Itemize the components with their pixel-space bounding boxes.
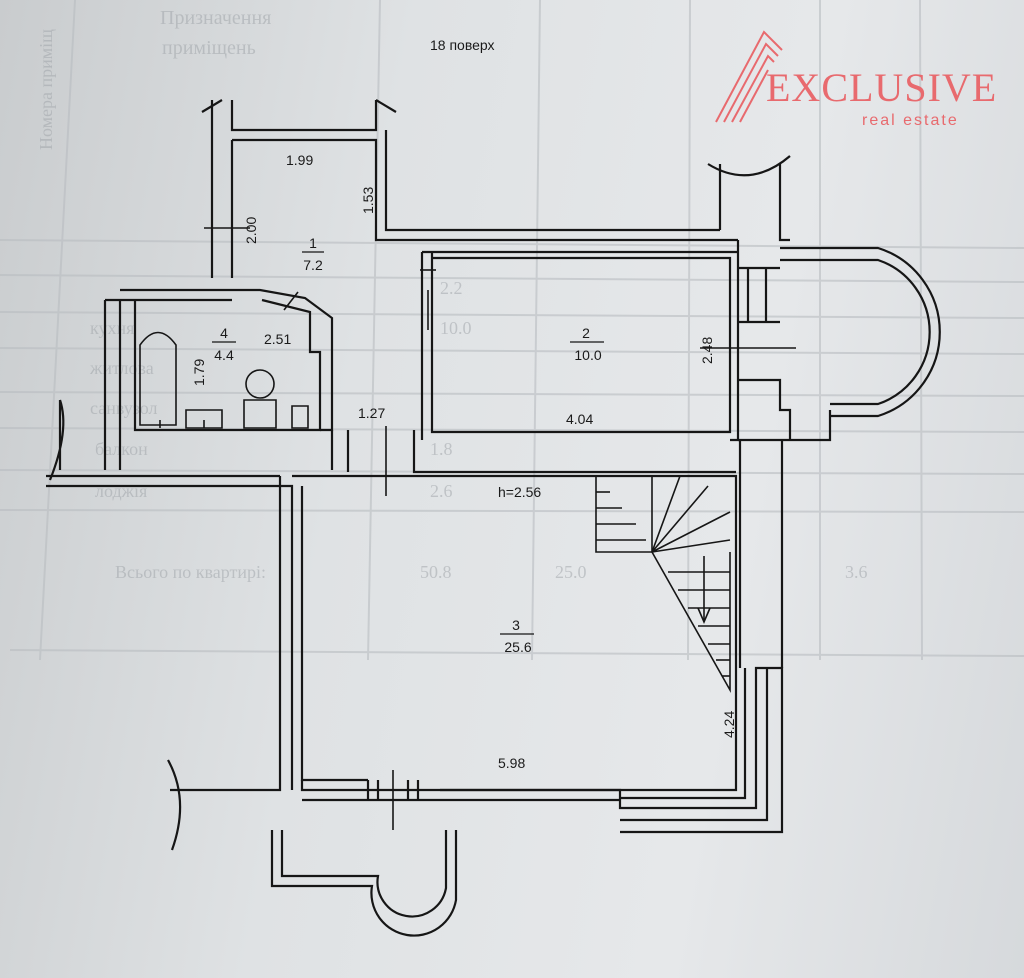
ghost-text: житлова	[89, 358, 154, 378]
exclusive-logo: EXCLUSIVE real estate	[712, 22, 1012, 132]
dimension-label: 2.00	[243, 217, 259, 244]
dimension-label: 1.53	[360, 187, 376, 214]
dimension-label: 2.51	[264, 331, 291, 347]
plan-labels: 18 поверх 1.99 2.00 1.53 1 7.2 4 4.4 2.5…	[191, 37, 737, 771]
dimension-ticks	[204, 227, 796, 830]
ghost-text: кухня	[90, 318, 134, 338]
floor-label: 18 поверх	[430, 37, 495, 53]
room-area: 25.6	[504, 639, 531, 655]
ceiling-height-label: h=2.56	[498, 484, 541, 500]
room-area: 7.2	[303, 257, 323, 273]
ghost-text: санвузол	[90, 398, 157, 418]
ghost-text: 50.8	[420, 562, 452, 582]
toilet-icon	[243, 369, 277, 429]
dimension-label: 1.99	[286, 152, 313, 168]
bathroom-fixtures	[139, 331, 309, 429]
dimension-label: 5.98	[498, 755, 525, 771]
walls	[46, 99, 941, 937]
ghost-text: 3.6	[845, 562, 868, 582]
ghost-text: 2.2	[440, 278, 463, 298]
room-area: 4.4	[214, 347, 234, 363]
ghost-text: Призначення	[160, 7, 271, 29]
ghost-text: балкон	[95, 439, 148, 459]
dimension-label: 4.24	[721, 711, 737, 738]
ghost-text: 10.0	[440, 318, 472, 338]
staircase	[595, 475, 731, 694]
ghost-text: 25.0	[555, 562, 587, 582]
room-number: 4	[220, 325, 228, 341]
room-area: 10.0	[574, 347, 601, 363]
dimension-label: 1.79	[191, 359, 207, 386]
ghost-text: 1.8	[430, 439, 453, 459]
dimension-label: 2.48	[699, 337, 715, 364]
background-table-lines	[0, 0, 1024, 661]
bathtub-icon	[139, 331, 177, 426]
logo-tagline: real estate	[862, 112, 959, 129]
room-number: 1	[309, 235, 317, 251]
room-number: 3	[512, 617, 520, 633]
sink-icon	[185, 409, 223, 429]
ghost-text: приміщень	[162, 37, 256, 59]
logo-mark-icon	[715, 30, 783, 123]
ghost-text: Номера приміщ	[36, 29, 56, 150]
dimension-label: 1.27	[358, 405, 385, 421]
room-number: 2	[582, 325, 590, 341]
background-ghost-text: Призначення приміщень балкон лоджія Всьо…	[36, 7, 868, 582]
logo-name: EXCLUSIVE	[766, 65, 998, 110]
ghost-text: лоджія	[95, 481, 147, 501]
dimension-label: 4.04	[566, 411, 593, 427]
ghost-text: 2.6	[430, 481, 453, 501]
ghost-text: Всього по квартирі:	[115, 562, 266, 582]
